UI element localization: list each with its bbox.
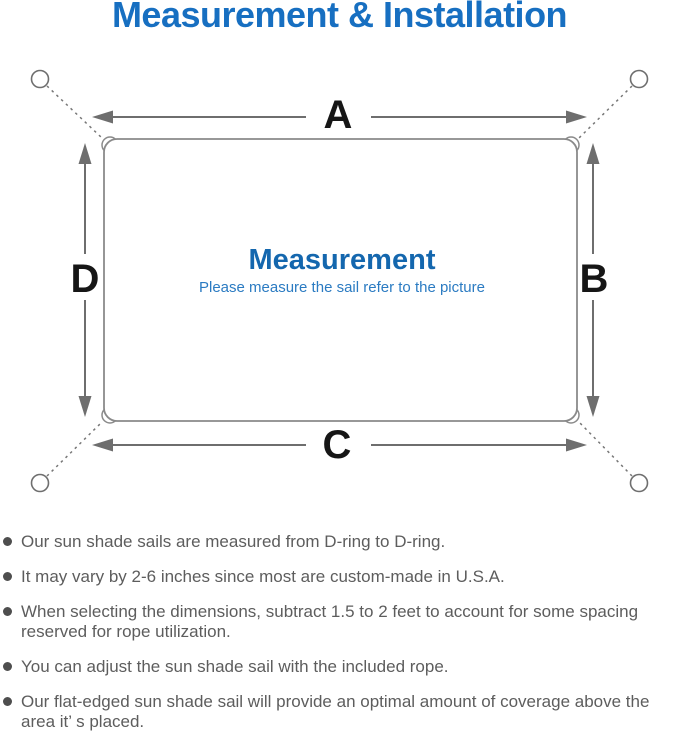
anchor-ring-bottom-right — [629, 473, 649, 493]
arrowhead-down — [586, 396, 600, 417]
anchor-ring-top-right — [629, 69, 649, 89]
arrowhead-up — [78, 143, 92, 164]
rope-line-bottom-right — [578, 421, 633, 477]
arrowhead-left — [92, 438, 113, 452]
dimension-line-d: D — [71, 143, 100, 417]
bullet-dot — [3, 537, 12, 546]
rope-line-bottom-left — [46, 421, 103, 477]
arrowhead-down — [78, 396, 92, 417]
dimension-label-a: A — [324, 93, 353, 137]
diagram-heading: Measurement — [249, 244, 436, 276]
dimension-line-c: C — [92, 423, 587, 467]
list-item: It may vary by 2-6 inches since most are… — [3, 567, 679, 587]
dimension-label-c: C — [323, 423, 352, 467]
list-item: Our sun shade sails are measured from D-… — [3, 532, 679, 552]
anchor-ring-top-left — [30, 69, 50, 89]
dimension-label-d: D — [71, 257, 100, 301]
notes-list: Our sun shade sails are measured from D-… — [3, 532, 679, 739]
sail-measurement-diagram: A C D B Measurement Please meas — [30, 69, 649, 493]
note-text: You can adjust the sun shade sail with t… — [21, 657, 449, 676]
list-item: You can adjust the sun shade sail with t… — [3, 657, 679, 677]
bullet-dot — [3, 572, 12, 581]
anchor-ring-bottom-left — [30, 473, 50, 493]
list-item: Our flat-edged sun shade sail will provi… — [3, 692, 679, 732]
page-title: Measurement & Installation — [111, 0, 568, 35]
note-text: Our sun shade sails are measured from D-… — [21, 532, 446, 551]
note-text: Our flat-edged sun shade sail will provi… — [21, 692, 650, 731]
diagram-subheading: Please measure the sail refer to the pic… — [199, 279, 485, 296]
sail-outline — [103, 138, 578, 422]
rope-line-top-right — [578, 85, 633, 139]
list-item: When selecting the dimensions, subtract … — [3, 602, 679, 642]
arrowhead-right — [566, 438, 587, 452]
bullet-dot — [3, 697, 12, 706]
dimension-line-b: B — [580, 143, 609, 417]
arrowhead-right — [566, 110, 587, 124]
arrowhead-up — [586, 143, 600, 164]
note-text: It may vary by 2-6 inches since most are… — [21, 567, 505, 586]
note-text: When selecting the dimensions, subtract … — [21, 602, 639, 641]
dimension-line-a: A — [92, 93, 587, 137]
bullet-dot — [3, 607, 12, 616]
arrowhead-left — [92, 110, 113, 124]
bullet-dot — [3, 662, 12, 671]
rope-line-top-left — [46, 85, 103, 139]
dimension-label-b: B — [580, 257, 609, 301]
